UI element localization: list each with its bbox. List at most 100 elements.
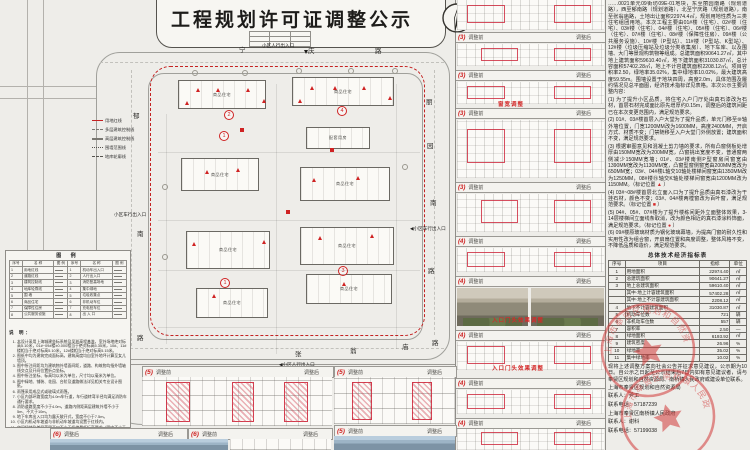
indicator-value: 22974.40	[699, 267, 731, 276]
changed-area-hatch	[284, 382, 308, 422]
strip-number: (4)	[458, 420, 466, 427]
notice-intro: ……0021单元09街坊09E-01地块，东至丽园南路（规划道路），西至郁南路（…	[608, 1, 747, 96]
adjustment-paragraph: (1) 为了提升小区品质，将住宅入户门厅处由真石漆改为石材，首层石材完成面比原先…	[608, 97, 747, 116]
strip-number: (3)	[458, 72, 466, 79]
street-name-char: 宁	[239, 47, 246, 54]
indicator-row: 6 非机动车位数 557 辆	[608, 317, 747, 326]
legend-line-swatch	[92, 120, 103, 121]
after-label: 调整后	[575, 35, 591, 41]
indicator-row: 其中·地上不计容建筑面积 2208.12 ㎡	[608, 296, 747, 305]
building-footprint: 商品住宅	[186, 231, 270, 269]
entrance-photo-before	[457, 288, 528, 326]
adjustment-callout-number: 4	[337, 106, 347, 116]
strip-label-row: (4) 调整前 调整后	[456, 236, 605, 247]
adjustment-square-icon	[240, 128, 244, 132]
street-name-char: 路	[137, 335, 144, 342]
rendering-photo	[50, 439, 228, 450]
adjustment-triangle-icon	[318, 236, 322, 240]
rendering-photo	[334, 436, 455, 450]
adjustment-triangle-icon	[236, 168, 240, 172]
detail-drawing	[457, 428, 604, 450]
notes-title: 说 明：	[9, 329, 33, 335]
street-name-char: 路	[432, 340, 439, 347]
building-label: 商品住宅	[338, 243, 356, 248]
adjustment-callout-number: 2	[224, 110, 234, 120]
strip-number: (4)	[458, 278, 466, 285]
indicator-table: 序号项目指标单位 1 用地面积 22974.40 ㎡ 2 总建筑面积 90641…	[608, 260, 747, 362]
legend-index: 8	[67, 311, 82, 319]
plan-bottom-divider	[130, 364, 455, 365]
legend-header-cell: 图 例	[53, 259, 69, 268]
legend-and-notes-panel: 图 例 序号名 称图 例序号名 称图 例 1 用地红线 1 机动车出入口 2 道…	[5, 250, 131, 428]
note-item: 图中绿地、铺装、花园、台阶及道路做法详见相关专业设计图纸。	[17, 379, 127, 390]
strip-number: (5)	[337, 368, 345, 376]
indicator-unit: —	[729, 324, 747, 334]
marker-glyph-icon: ▲	[656, 181, 662, 188]
plan-mini-legend: 用地红线多层建筑控制线高层建筑控制线围墙范围线地库轮廓线	[92, 116, 152, 161]
after-label: 调整后	[575, 239, 591, 245]
indicator-row: 1 用地面积 22974.40 ㎡	[608, 267, 747, 276]
after-label: 调整后	[303, 369, 319, 376]
detail-drawing	[457, 342, 604, 370]
strip-label-row: (4) 调整前 调整后	[456, 276, 605, 287]
adjustment-callout-number: 1	[219, 131, 229, 141]
indicator-unit: %	[729, 339, 747, 348]
indicator-value: 57402.28	[699, 289, 731, 298]
public-comment-notice: 现将上述调整方案向社会公告并征求意见建议，公示期为10日。自公示之日起至公示结束…	[608, 363, 747, 383]
building-label: 商品住宅	[336, 181, 354, 186]
strip-number: (5)	[337, 427, 345, 435]
mini-legend-row: 围墙范围线	[92, 143, 152, 152]
strip-label-row: (4) 调整前 调整后	[456, 418, 605, 429]
building-label: 商品住宅	[340, 286, 358, 291]
adjustment-triangle-icon	[370, 234, 374, 238]
indicator-row: 11 集中绿地率 10.02 %	[608, 353, 747, 362]
before-label: 调整前	[468, 279, 484, 285]
indicator-unit: ㎡	[729, 289, 747, 298]
legend-line-swatch	[92, 156, 103, 157]
legend-swatch-icon	[55, 314, 64, 316]
indicator-row: 8 绿地面积 6193.92 ㎡	[608, 332, 747, 341]
building-label: 配套用房	[329, 135, 347, 140]
street-name-char: 庆	[308, 48, 315, 55]
after-label: 调整后	[575, 73, 591, 79]
street-name-char: 路	[428, 268, 435, 275]
notes-block: 说 明： 本设计采用上海城建坐标系统及吴淞高程基准，室外场地绝对标高5.10米，…	[9, 321, 127, 427]
after-label: 调整后	[575, 421, 591, 427]
indicator-header-cell: 指标	[699, 260, 731, 269]
indicator-unit: ㎡	[729, 296, 747, 305]
strip-number: (5)	[145, 368, 153, 376]
before-label: 调整前	[201, 431, 217, 438]
indicator-row: 7 容积率 2.50 —	[608, 324, 747, 334]
indicator-header-cell: 项目	[624, 260, 701, 269]
adjustment-triangle-icon	[246, 88, 250, 92]
strip-number: (4)	[458, 332, 466, 339]
after-label: 调整后	[575, 111, 591, 117]
legend-swatch-icon	[113, 295, 122, 297]
entrance-label: ◀小区车行出入口	[410, 226, 446, 231]
indicator-no: 1	[608, 267, 626, 276]
before-label: 调整前	[468, 421, 484, 427]
contact-line: 上海市奉贤区规划和自然资源局	[608, 384, 681, 391]
strip-label-row: (3) 调整前 调整后	[456, 108, 605, 119]
after-label: 调整后	[426, 369, 442, 376]
detail-drawing	[457, 44, 604, 66]
adjustment-square-icon	[330, 148, 334, 152]
indicator-value: 2208.12	[699, 296, 731, 305]
entrance-label: 小区人行出入口	[262, 43, 295, 48]
road-far-left-2	[43, 0, 44, 250]
indicator-name: 地上总建筑面积	[624, 281, 701, 291]
entrance-effect-note: 入口门头效果调整	[492, 366, 545, 372]
adjustment-triangle-icon	[262, 99, 266, 103]
building-footprint: 商品住宅	[306, 274, 392, 304]
indicator-unit: ㎡	[729, 281, 747, 291]
legend-swatch-icon	[113, 307, 122, 309]
legend-row: 5 围 墙 5 垃圾收集点	[9, 291, 128, 300]
stamp-star-icon	[653, 404, 682, 433]
adjustment-triangle-icon	[362, 86, 366, 90]
street-name-char: 张	[295, 351, 302, 358]
indicator-no	[608, 289, 626, 298]
building-footprint: 商品住宅	[292, 77, 394, 106]
detail-drawing	[457, 82, 604, 104]
before-label: 调整前	[347, 428, 363, 435]
